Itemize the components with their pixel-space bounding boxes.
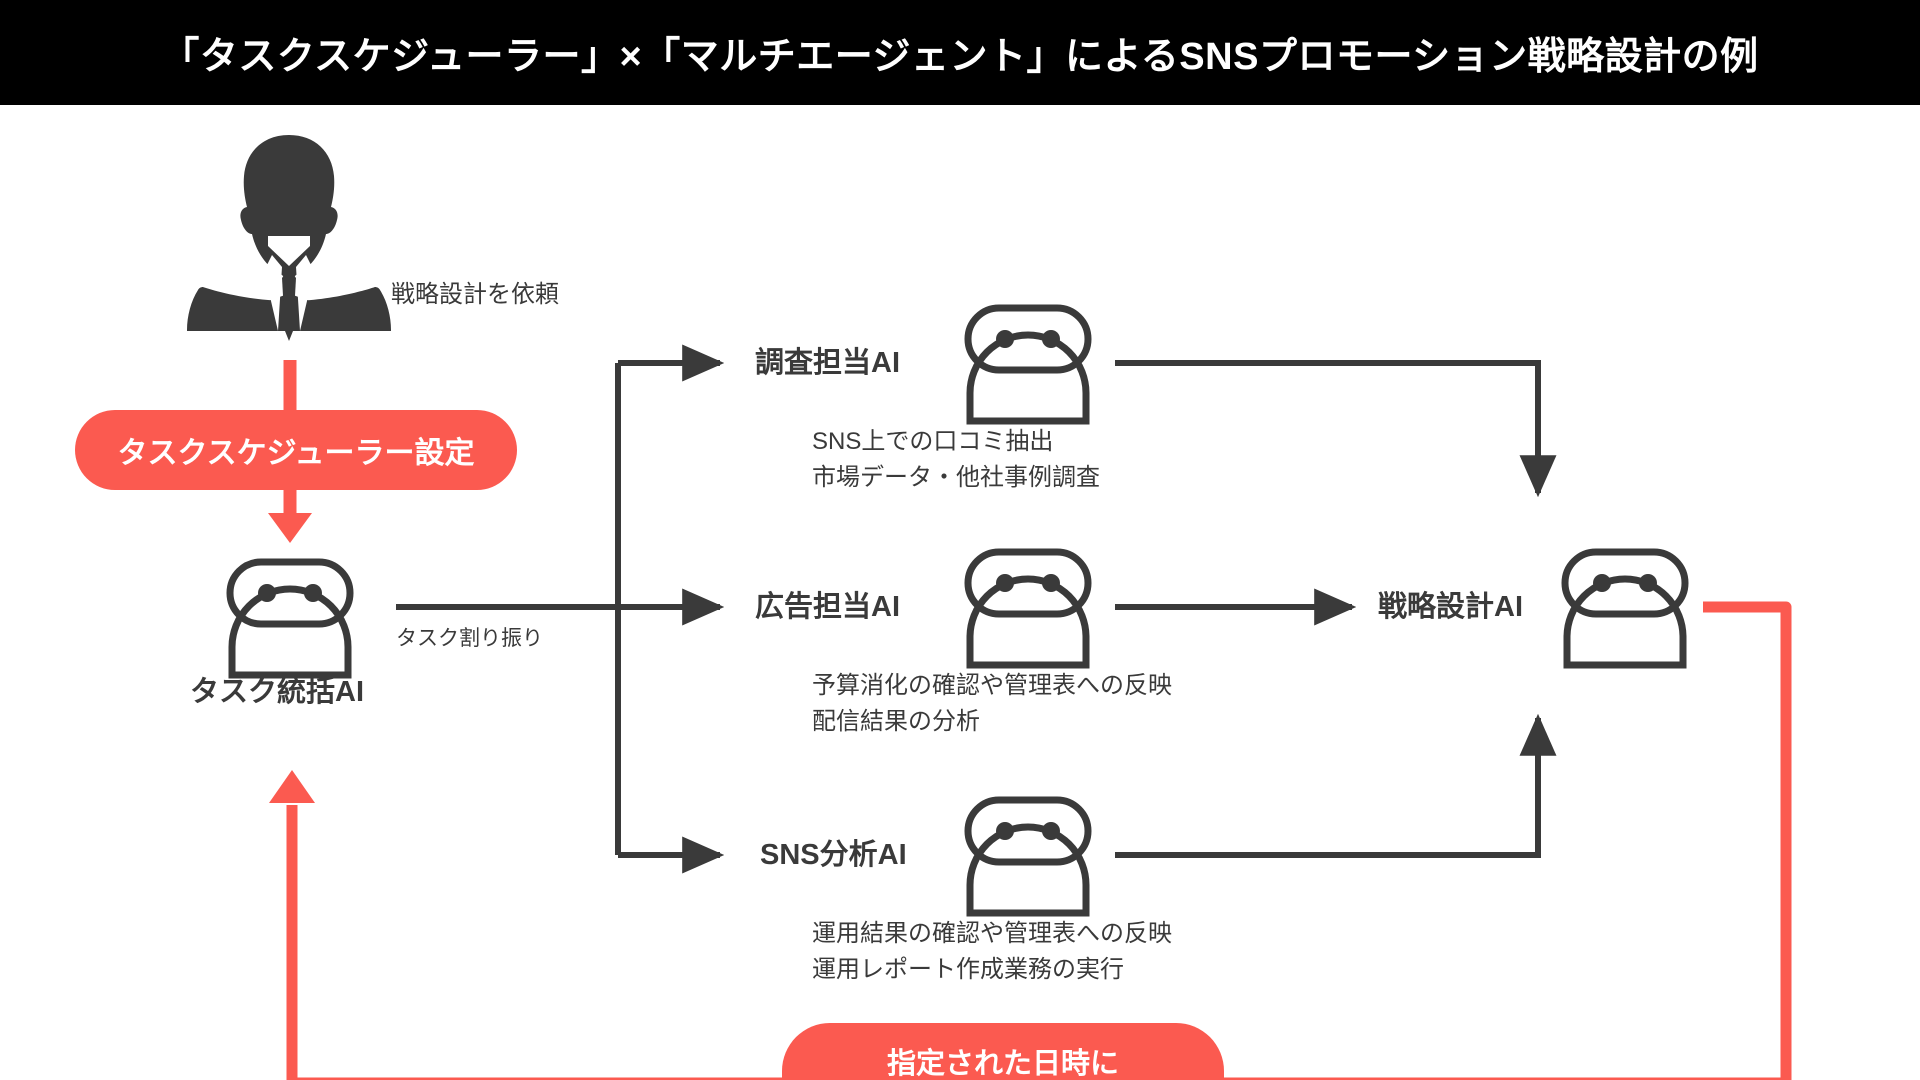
scheduler-badge-label: タスクスケジューラー設定 xyxy=(117,437,475,470)
robot-eye-right xyxy=(1639,574,1657,592)
connector-execute-to-orchestrator xyxy=(286,805,782,1080)
agent-desc-sns-1: 運用結果の確認や管理表への反映 xyxy=(812,920,1172,947)
agent-label-sns: SNS分析AI xyxy=(760,839,907,871)
robot-eye-left xyxy=(996,330,1014,348)
robot-icon-sns xyxy=(964,796,1092,917)
scheduler-badge[interactable]: タスクスケジューラー設定 xyxy=(75,410,517,490)
execute-badge-line1: 指定された日時に xyxy=(886,1047,1119,1080)
agent-desc-research-1: SNS上での口コミ抽出 xyxy=(812,428,1054,455)
robot-icon-research xyxy=(964,304,1092,425)
robot-icon-strategy xyxy=(1561,548,1689,669)
robot-eye-right xyxy=(1042,330,1060,348)
robot-eye-left xyxy=(1593,574,1611,592)
task-distribution-label: タスク割り振り xyxy=(396,627,543,650)
connector-sns-to-strategy xyxy=(1115,713,1557,858)
strategy-ai-label: 戦略設計AI xyxy=(1378,591,1524,623)
person-silhouette-icon xyxy=(187,135,391,341)
agent-desc-ads-2: 配信結果の分析 xyxy=(812,708,980,735)
robot-icon-ads xyxy=(964,548,1092,669)
connector-strategy-to-execute xyxy=(1224,601,1792,1080)
agent-label-ads: 広告担当AI xyxy=(755,591,901,623)
agent-desc-research-2: 市場データ・他社事例調査 xyxy=(812,464,1100,491)
agent-label-research: 調査担当AI xyxy=(755,347,901,379)
robot-eye-left xyxy=(996,574,1014,592)
execute-badge[interactable]: 指定された日時に 戦略設計を実行 xyxy=(782,1023,1224,1080)
robot-eye-right xyxy=(1042,574,1060,592)
robot-eye-right xyxy=(1042,822,1060,840)
arrowhead-loop-return xyxy=(269,770,315,803)
page-title: 「タスクスケジューラー」×「マルチエージェント」によるSNSプロモーション戦略設… xyxy=(161,36,1759,78)
human-request-label: 戦略設計を依頼 xyxy=(391,281,559,308)
agent-desc-ads-1: 予算消化の確認や管理表への反映 xyxy=(812,672,1172,699)
connector-research-to-strategy xyxy=(1115,360,1557,498)
diagram-canvas: 戦略設計を依頼 タスクスケジューラー設定 タスク統括AI タスク割り振り 調査担… xyxy=(0,105,1920,1080)
agent-desc-sns-2: 運用レポート作成業務の実行 xyxy=(812,956,1124,983)
robot-icon-orchestrator xyxy=(226,558,354,679)
robot-eye-right xyxy=(304,584,322,602)
robot-eye-left xyxy=(258,584,276,602)
title-bar: 「タスクスケジューラー」×「マルチエージェント」によるSNSプロモーション戦略設… xyxy=(0,0,1920,105)
orchestrator-label: タスク統括AI xyxy=(190,676,365,708)
robot-eye-left xyxy=(996,822,1014,840)
connector-layer xyxy=(187,135,1792,1080)
connector-scheduler-to-orchestrator xyxy=(268,487,312,543)
